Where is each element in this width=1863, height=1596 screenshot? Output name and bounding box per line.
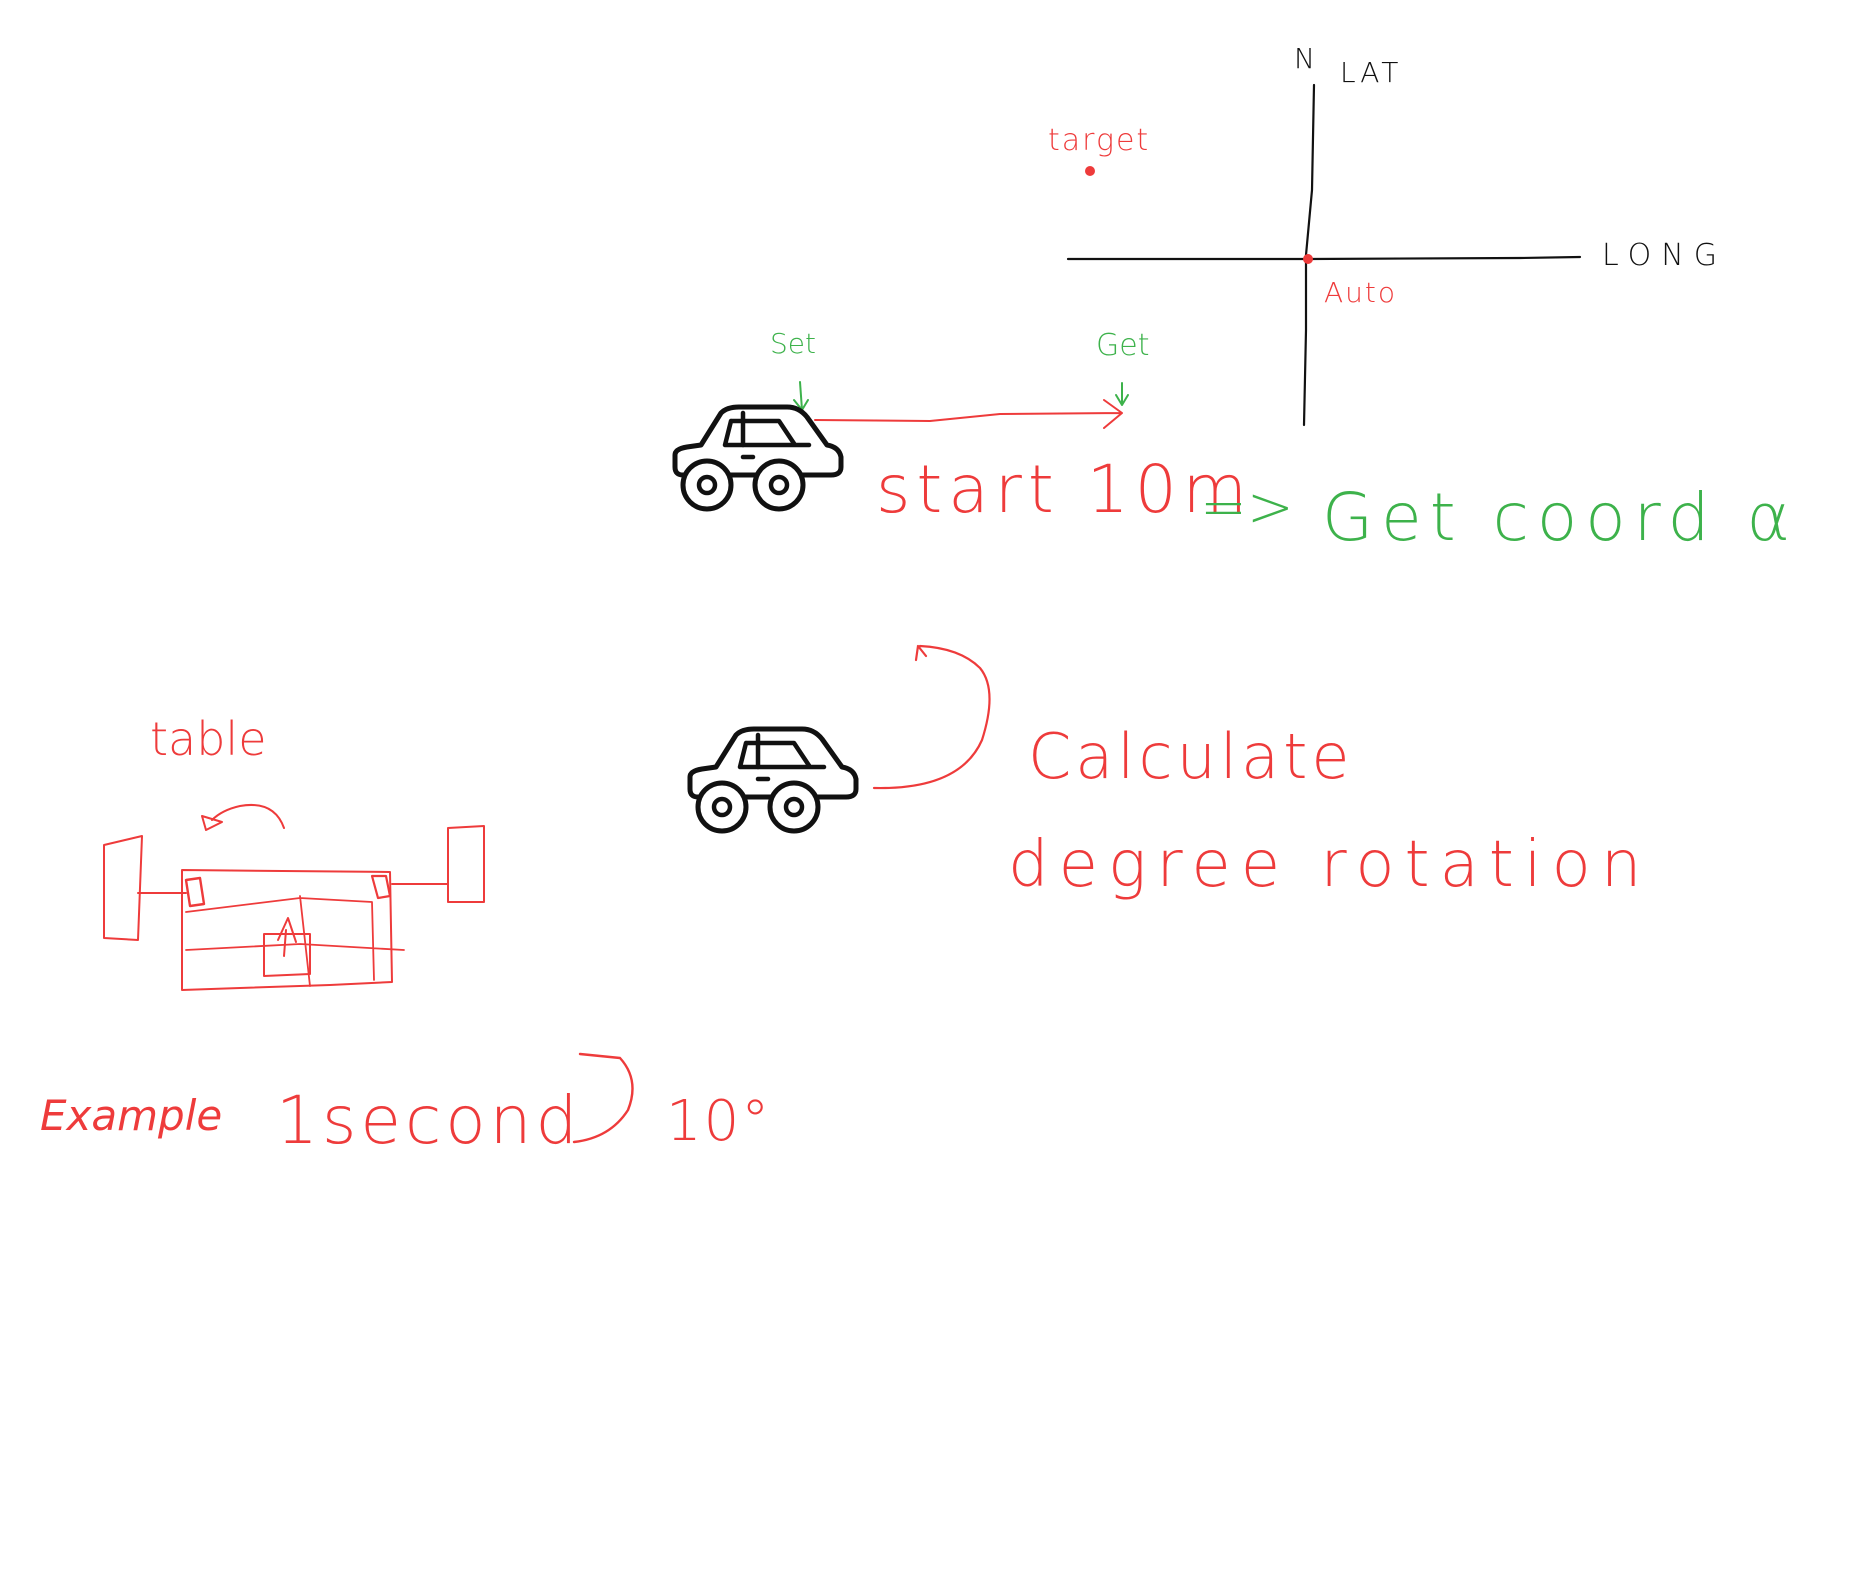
car-icon <box>672 404 844 512</box>
example-label: Example <box>40 1091 222 1140</box>
rotation-bracket-icon <box>572 1052 634 1144</box>
forward-arrow <box>814 399 1123 429</box>
turntable-sketch: table <box>103 712 485 991</box>
auto-label: Auto <box>1324 276 1397 309</box>
example-angle: 10° <box>666 1089 771 1154</box>
lat-label: LAT <box>1340 56 1402 89</box>
long-axis-line <box>1066 255 1582 261</box>
left-wheel <box>103 835 143 941</box>
set-down-arrow <box>793 381 809 411</box>
step1-group: Set Get start 10m => Get coord α <box>672 327 1798 556</box>
step2-group: Calculate degree rotation <box>687 644 1651 902</box>
car-icon <box>687 726 859 834</box>
degree-rotation-caption: degree rotation <box>1008 828 1651 902</box>
calculate-caption: Calculate <box>1028 720 1354 793</box>
start-10m-caption: start 10m <box>876 451 1253 528</box>
rotate-left-arrow <box>201 804 285 831</box>
table-body <box>181 869 393 991</box>
example-group: Example 1second 10° <box>40 1052 771 1159</box>
get-down-arrow <box>1115 382 1129 406</box>
get-label: Get <box>1096 328 1149 363</box>
curved-arrow-icon <box>872 644 991 790</box>
coordinate-axes: N LAT LONG Auto target <box>1048 42 1727 427</box>
target-point <box>1085 166 1095 176</box>
target-label: target <box>1048 123 1150 158</box>
right-motor <box>370 874 392 900</box>
long-label: LONG <box>1602 238 1727 273</box>
arrow-caption: => <box>1200 475 1294 540</box>
table-inner-lines <box>185 895 405 987</box>
get-coord-caption: Get coord α <box>1322 479 1798 556</box>
right-wheel <box>447 825 485 903</box>
left-motor <box>184 876 206 908</box>
table-label: table <box>150 712 267 766</box>
set-label: Set <box>770 327 816 360</box>
center-pivot <box>263 917 311 977</box>
origin-point <box>1303 254 1313 264</box>
n-label: N <box>1294 42 1315 75</box>
example-time: 1second <box>276 1082 581 1159</box>
